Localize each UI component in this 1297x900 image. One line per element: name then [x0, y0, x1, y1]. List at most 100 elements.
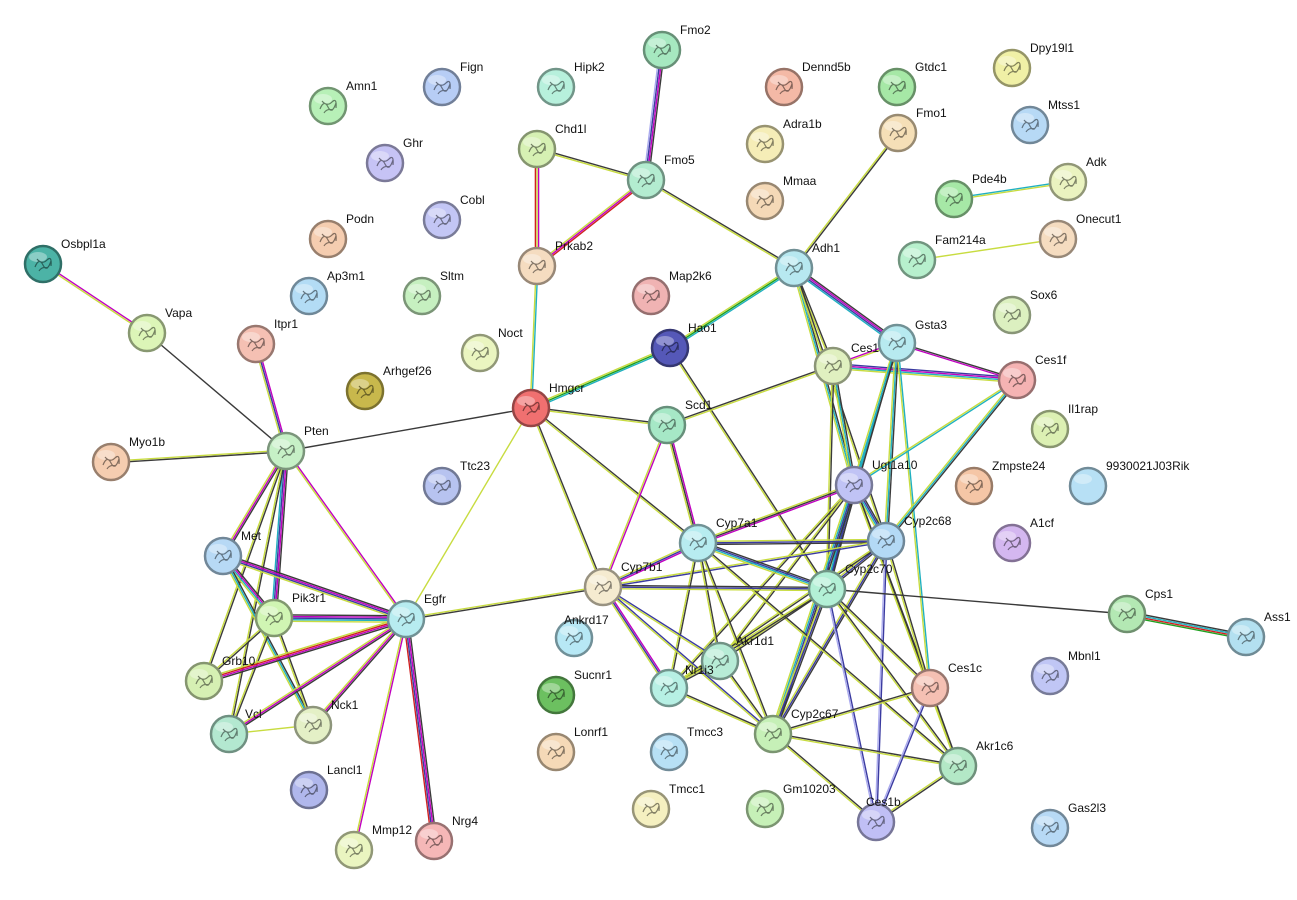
node-lancl1[interactable]: Lancl1 — [289, 763, 363, 810]
node-ugt1a10[interactable]: Ugt1a10 — [834, 458, 918, 505]
edge-hao1-cyp2c70[interactable] — [668, 347, 829, 590]
node-il1rap[interactable]: Il1rap — [1030, 402, 1098, 449]
node-cyp2c67[interactable]: Cyp2c67 — [753, 707, 839, 754]
node-ghr[interactable]: Ghr — [365, 136, 423, 183]
node-onecut1[interactable]: Onecut1 — [1038, 212, 1122, 259]
node-hmgcr[interactable]: Hmgcr — [511, 381, 584, 428]
edge-adh1-gsta3[interactable] — [792, 265, 899, 346]
edge-scd1-cyp7b1[interactable] — [601, 424, 669, 588]
node-scd1[interactable]: Scd1 — [647, 398, 713, 445]
node-cyp2c70[interactable]: Cyp2c70 — [807, 562, 893, 609]
edge-cyp2c70-ces1c[interactable] — [825, 587, 932, 690]
edge-ces1-ces1f[interactable] — [832, 362, 1018, 384]
edge-fam214a-onecut1[interactable] — [916, 238, 1059, 261]
edge-cyp7a1-cyp2c67[interactable] — [696, 542, 775, 735]
node-cyp7b1[interactable]: Cyp7b1 — [583, 560, 663, 607]
node-adra1b[interactable]: Adra1b — [745, 117, 822, 164]
node-gas2l3[interactable]: Gas2l3 — [1030, 801, 1106, 848]
node-fam214a[interactable]: Fam214a — [897, 233, 986, 280]
edge-cyp2c68-ces1b[interactable] — [874, 540, 888, 823]
edge-cyp7a1-akr1d1[interactable] — [696, 542, 722, 662]
edge-cyp7a1-nr1i3[interactable] — [667, 542, 700, 689]
edge-egfr-nrg4[interactable] — [402, 618, 438, 842]
node-sucnr1[interactable]: Sucnr1 — [536, 668, 612, 715]
node-circle[interactable] — [1068, 466, 1108, 506]
edge-cyp2c70-cyp2c67[interactable] — [770, 588, 830, 735]
node-a1cf[interactable]: A1cf — [992, 516, 1055, 563]
node-mbnl1[interactable]: Mbnl1 — [1030, 649, 1101, 696]
node-ces1[interactable]: Ces1 — [813, 341, 879, 386]
edge-fmo1-adh1[interactable] — [792, 132, 900, 269]
edge-cps1-ass1[interactable] — [1126, 610, 1247, 641]
edge-ces1f-cyp2c68[interactable] — [884, 378, 1019, 543]
node-sox6[interactable]: Sox6 — [992, 288, 1058, 335]
edge-cyp2c67-ces1b[interactable] — [772, 732, 877, 824]
edge-prkab2-hmgcr[interactable] — [529, 265, 539, 409]
node-hipk2[interactable]: Hipk2 — [536, 60, 605, 107]
edge-hmgcr-cyp7b1[interactable] — [529, 407, 605, 588]
edge-gsta3-cyp2c68[interactable] — [883, 342, 900, 542]
edge-scd1-cyp7a1[interactable] — [664, 424, 701, 544]
edge-osbpl1a-vapa[interactable] — [42, 262, 148, 335]
edge-pten-egfr[interactable] — [284, 450, 408, 620]
node-mmp12[interactable]: Mmp12 — [334, 823, 412, 870]
edge-pten-met[interactable] — [221, 449, 288, 558]
edge-ces1-scd1[interactable] — [666, 364, 834, 427]
edge-cyp7b1-akr1d1[interactable] — [602, 585, 721, 663]
node-ap3m1[interactable]: Ap3m1 — [289, 269, 365, 316]
node-gtdc1[interactable]: Gtdc1 — [877, 60, 947, 107]
edge-adh1-hao1[interactable] — [668, 266, 796, 350]
edge-pik3r1-vcl[interactable] — [227, 617, 276, 735]
edge-egfr-vcl[interactable] — [227, 617, 408, 736]
node-map2k6[interactable]: Map2k6 — [631, 269, 712, 316]
edge-cyp2c68-cyp2c67[interactable] — [771, 539, 888, 736]
node-nck1[interactable]: Nck1 — [293, 698, 359, 745]
edge-ugt1a10-cyp7a1[interactable] — [697, 482, 855, 546]
node-pik3r1[interactable]: Pik3r1 — [254, 591, 326, 638]
edge-cyp2c67-ces1c[interactable] — [772, 686, 931, 736]
edge-egfr-mmp12[interactable] — [352, 618, 408, 851]
edge-cyp2c68-ces1c[interactable] — [884, 540, 932, 689]
edge-ces1-ugt1a10[interactable] — [830, 365, 857, 486]
node-pten[interactable]: Pten — [266, 424, 329, 471]
edge-fmo5-adh1[interactable] — [645, 178, 795, 270]
node-gsta3[interactable]: Gsta3 — [877, 318, 947, 363]
edge-ces1f-ugt1a10[interactable] — [853, 378, 1018, 487]
node-akr1c6[interactable]: Akr1c6 — [938, 739, 1014, 786]
edge-ces1c-ces1b[interactable] — [874, 687, 932, 823]
node-prkab2[interactable]: Prkab2 — [517, 239, 593, 286]
edge-fmo5-prkab2[interactable] — [535, 178, 648, 268]
edge-cyp2c67-akr1c6[interactable] — [772, 732, 959, 768]
node-osbpl1a[interactable]: Osbpl1a — [23, 237, 106, 284]
node-grb10[interactable]: Grb10 — [184, 654, 256, 701]
edge-vapa-pten[interactable] — [146, 332, 287, 452]
node-9930021j03rik[interactable]: 9930021J03Rik — [1068, 459, 1190, 506]
edge-gsta3-ces1f[interactable] — [896, 341, 1018, 382]
node-hao1[interactable]: Hao1 — [650, 321, 717, 368]
node-cobl[interactable]: Cobl — [422, 193, 485, 240]
edge-hmgcr-egfr[interactable] — [405, 407, 532, 620]
node-fmo1[interactable]: Fmo1 — [878, 106, 947, 153]
edge-cyp7a1-cyp2c70[interactable] — [696, 540, 829, 592]
node-nrg4[interactable]: Nrg4 — [414, 814, 478, 861]
node-dpy19l1[interactable]: Dpy19l1 — [992, 41, 1074, 88]
node-podn[interactable]: Podn — [308, 212, 374, 259]
node-vapa[interactable]: Vapa — [127, 306, 192, 353]
edge-hmgcr-scd1[interactable] — [530, 406, 668, 427]
node-tmcc1[interactable]: Tmcc1 — [631, 782, 705, 829]
node-ass1[interactable]: Ass1 — [1226, 610, 1291, 657]
node-vcl[interactable]: Vcl — [209, 707, 262, 754]
node-mtss1[interactable]: Mtss1 — [1010, 98, 1080, 145]
node-cyp7a1[interactable]: Cyp7a1 — [678, 516, 758, 563]
node-sltm[interactable]: Sltm — [402, 269, 464, 316]
edge-cyp7b1-nr1i3[interactable] — [601, 585, 671, 690]
node-adh1[interactable]: Adh1 — [774, 241, 840, 288]
node-nr1i3[interactable]: Nr1i3 — [649, 663, 714, 708]
edge-cyp7b1-cyp2c67[interactable] — [602, 585, 774, 736]
node-akr1d1[interactable]: Akr1d1 — [700, 634, 774, 681]
edge-pten-myo1b[interactable] — [110, 449, 287, 464]
edge-pik3r1-egfr[interactable] — [273, 614, 407, 623]
node-noct[interactable]: Noct — [460, 326, 523, 373]
